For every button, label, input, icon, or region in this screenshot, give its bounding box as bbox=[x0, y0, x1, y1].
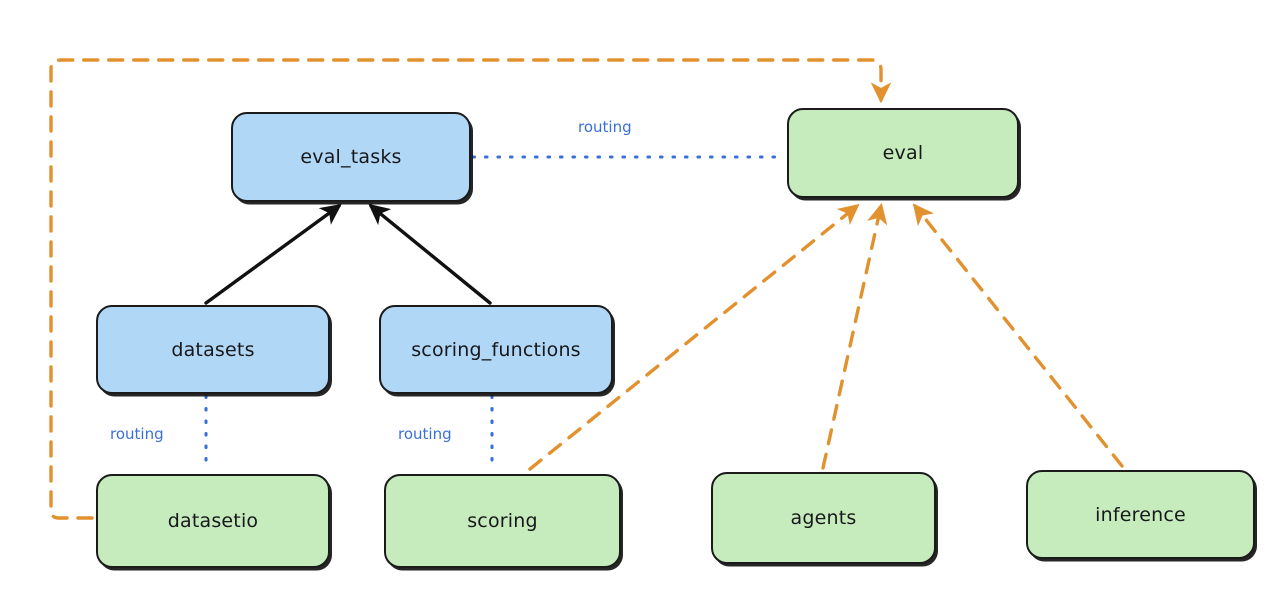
edge-label-routing-datasets-datasetio: routing bbox=[110, 425, 164, 443]
edge-label-routing-eval-tasks-eval: routing bbox=[578, 118, 632, 136]
node-scoring-functions[interactable]: scoring_functions bbox=[379, 305, 613, 394]
node-eval-tasks[interactable]: eval_tasks bbox=[231, 112, 471, 202]
node-eval[interactable]: eval bbox=[787, 108, 1019, 198]
node-agents[interactable]: agents bbox=[711, 472, 936, 564]
edge-label-routing-scoring-functions-scoring: routing bbox=[398, 425, 452, 443]
node-label-scoring-functions: scoring_functions bbox=[411, 338, 581, 361]
node-label-agents: agents bbox=[790, 507, 857, 529]
edge-datasets-to-eval-tasks bbox=[204, 204, 342, 305]
node-scoring[interactable]: scoring bbox=[384, 474, 621, 568]
node-label-inference: inference bbox=[1095, 503, 1186, 526]
node-inference[interactable]: inference bbox=[1026, 470, 1255, 559]
node-label-datasetio: datasetio bbox=[167, 510, 259, 532]
edge-agents-to-eval bbox=[821, 202, 888, 470]
node-label-eval: eval bbox=[882, 142, 924, 164]
edge-scoring-functions-to-eval-tasks bbox=[368, 203, 492, 305]
node-label-datasets: datasets bbox=[171, 338, 255, 361]
edge-inference-to-eval bbox=[912, 203, 1124, 468]
node-label-scoring: scoring bbox=[467, 510, 538, 532]
node-label-eval-tasks: eval_tasks bbox=[300, 146, 402, 168]
node-datasetio[interactable]: datasetio bbox=[96, 474, 330, 568]
node-datasets[interactable]: datasets bbox=[96, 305, 330, 394]
